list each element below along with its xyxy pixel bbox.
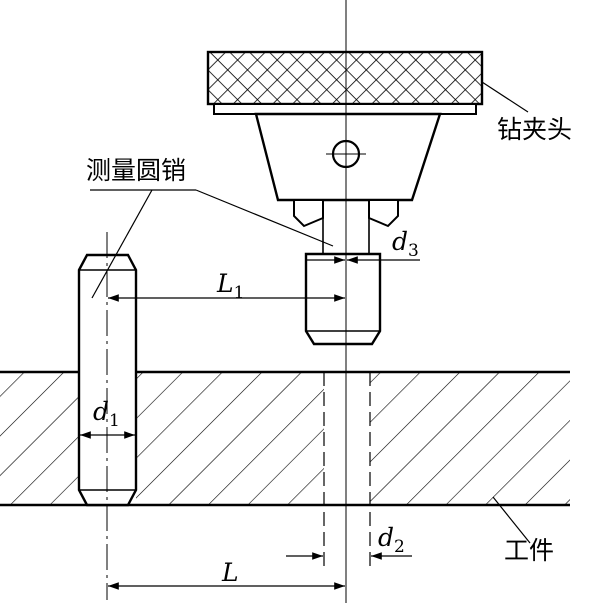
chuck-jaw-left — [293, 199, 324, 228]
chuck-collar — [213, 103, 477, 115]
drill-chuck — [206, 50, 484, 346]
workpiece-label: 工件 — [504, 536, 554, 565]
dim-L1-label: L1 — [216, 269, 244, 303]
chuck-jaw-right — [368, 199, 399, 228]
workpiece-hatch-left — [0, 372, 79, 505]
workpiece-leader — [492, 496, 531, 544]
gauge-pin-leaders — [90, 189, 334, 299]
chuck-label: 钻夹头 — [497, 115, 572, 144]
dim-d1-label: d1 — [93, 397, 120, 431]
workpiece-hatch-far-right — [370, 372, 570, 505]
workpiece-hatch-right — [136, 372, 324, 505]
dim-d2-label: d2 — [378, 523, 405, 557]
chuck-leader — [481, 81, 529, 113]
dim-L-label: L — [221, 558, 239, 587]
gauge-pin-label: 测量圆销 — [86, 156, 186, 185]
gauge-pin — [77, 232, 138, 600]
chuck-knurled-ring — [206, 50, 484, 106]
dim-d3-label: d3 — [392, 227, 419, 261]
